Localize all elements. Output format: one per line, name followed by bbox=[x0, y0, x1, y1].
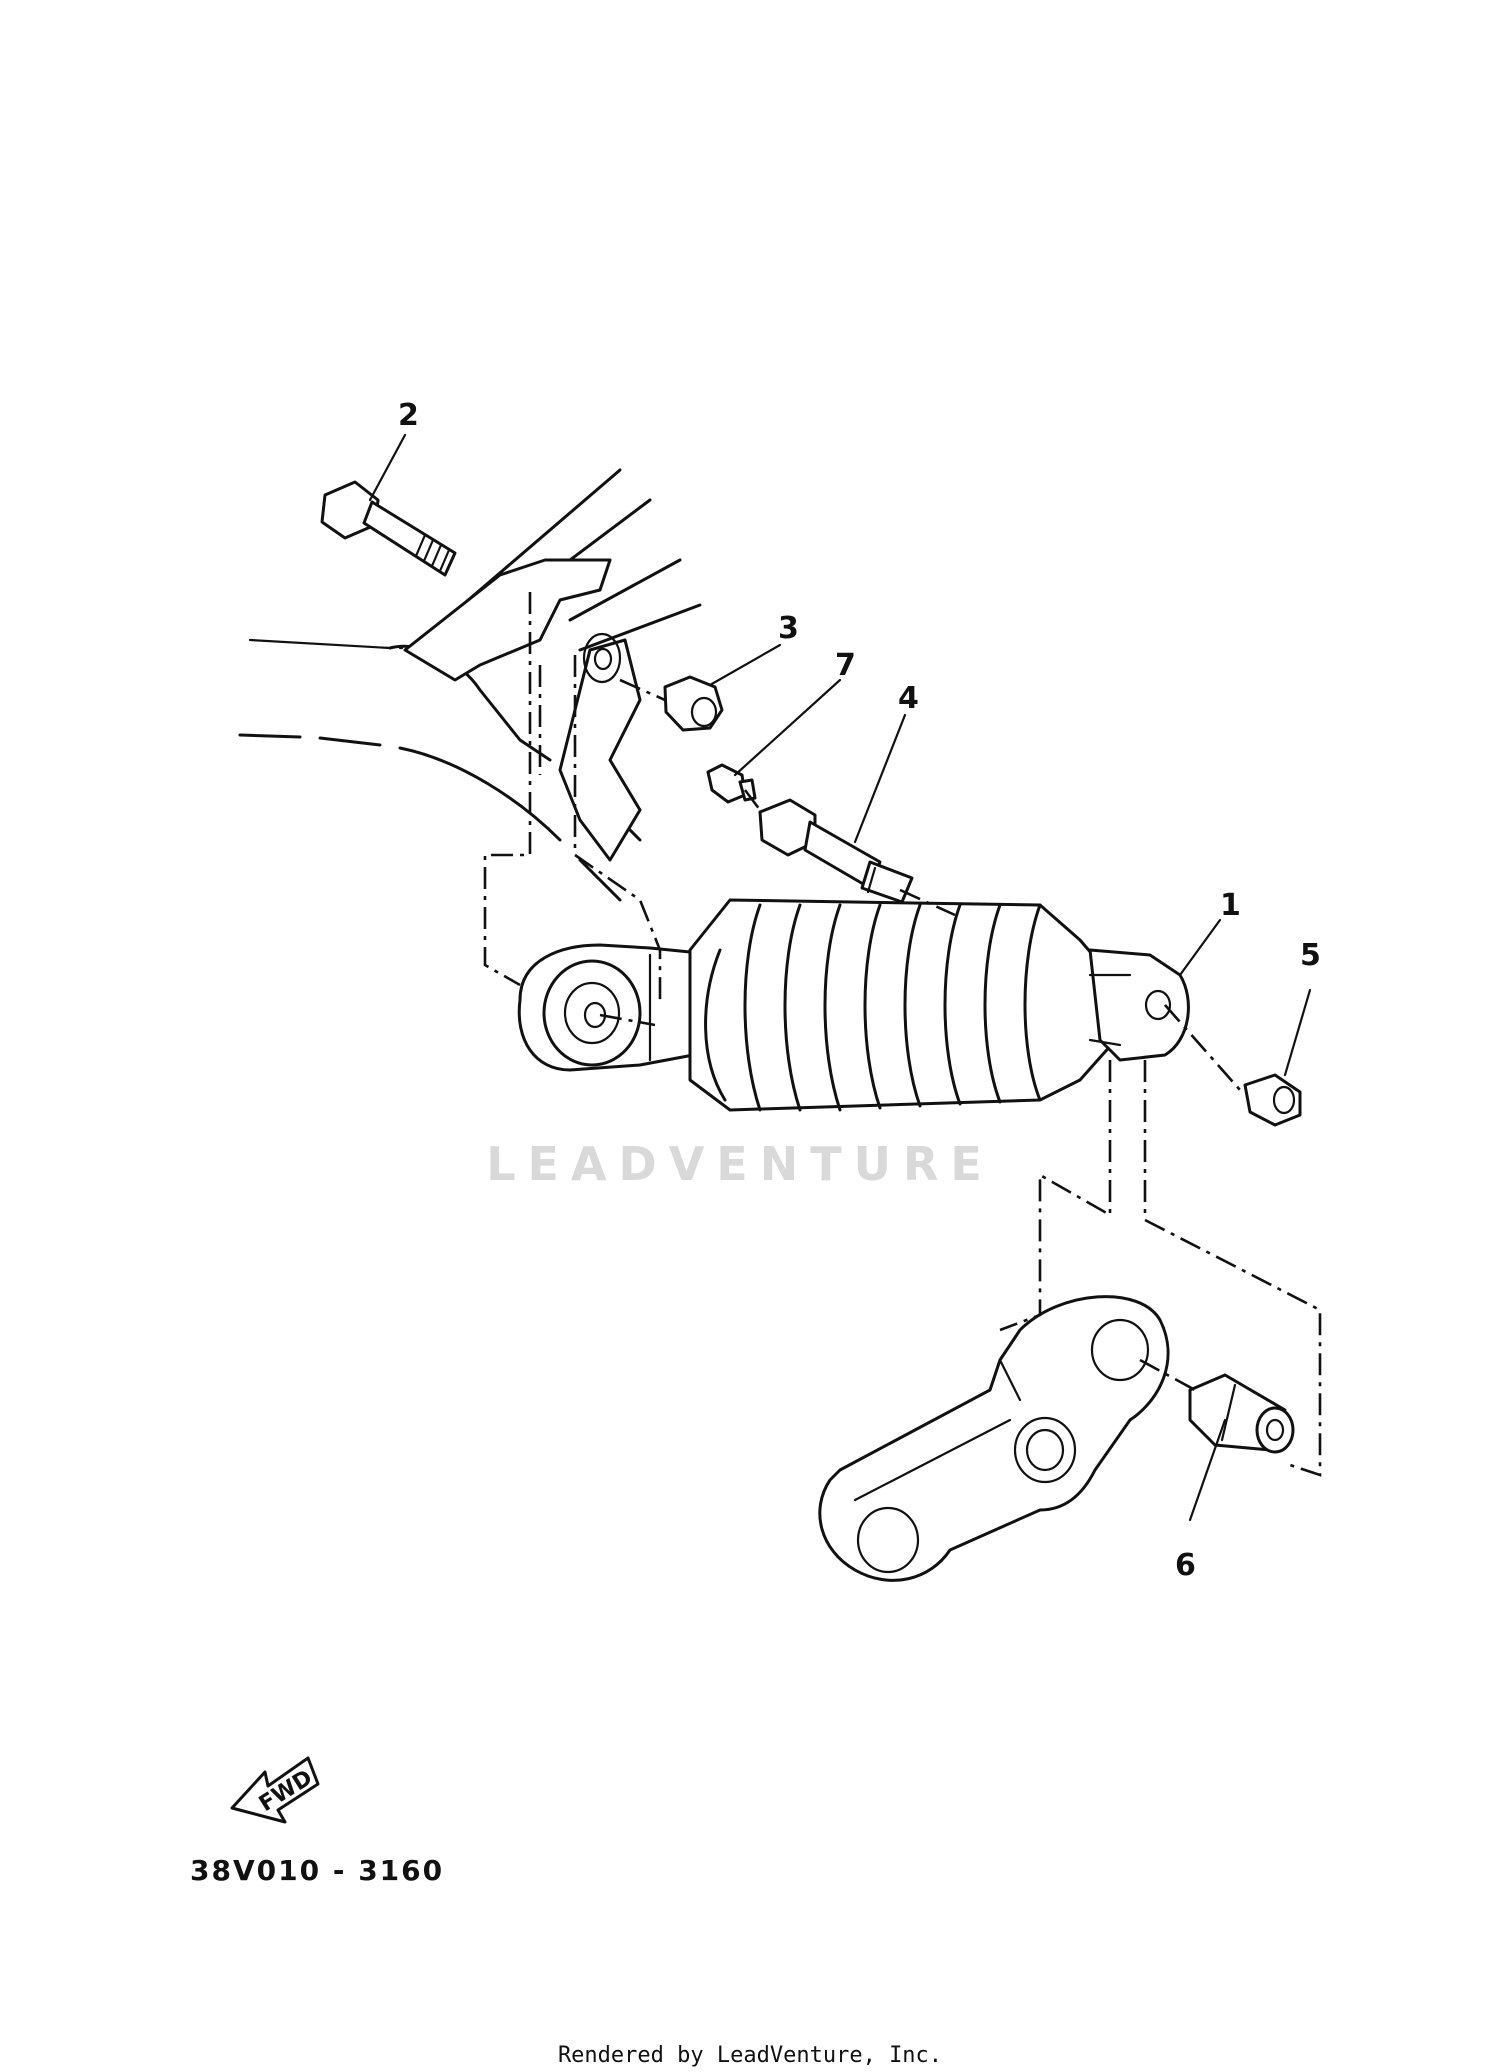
leader-lines bbox=[368, 433, 1312, 1522]
callout-labels: 1 2 3 4 5 6 7 bbox=[398, 398, 1321, 1583]
callout-7: 7 bbox=[835, 648, 856, 683]
callout-4: 4 bbox=[898, 681, 919, 716]
callout-3: 3 bbox=[778, 611, 799, 646]
shock-absorber-1 bbox=[517, 898, 1190, 1112]
nut-5 bbox=[1243, 1073, 1302, 1127]
collar-bolt-4 bbox=[758, 798, 914, 904]
collar-6 bbox=[1188, 1373, 1295, 1454]
callout-5: 5 bbox=[1300, 938, 1321, 973]
frame-structure bbox=[238, 468, 702, 902]
callout-2: 2 bbox=[398, 398, 419, 433]
callout-6: 6 bbox=[1175, 1548, 1196, 1583]
alignment-lines bbox=[483, 592, 1322, 1477]
grease-nipple-7 bbox=[706, 763, 757, 804]
diagram-code: 38V010 - 3160 bbox=[190, 1854, 444, 1887]
relay-arm bbox=[818, 1295, 1170, 1582]
nut-3 bbox=[582, 632, 724, 732]
callout-1: 1 bbox=[1220, 888, 1241, 923]
bolt-2 bbox=[320, 480, 457, 577]
fwd-arrow: FWD bbox=[230, 1756, 320, 1824]
render-credit: Rendered by LeadVenture, Inc. bbox=[558, 2043, 942, 2068]
watermark-text: LEADVENTURE bbox=[486, 1137, 994, 1191]
